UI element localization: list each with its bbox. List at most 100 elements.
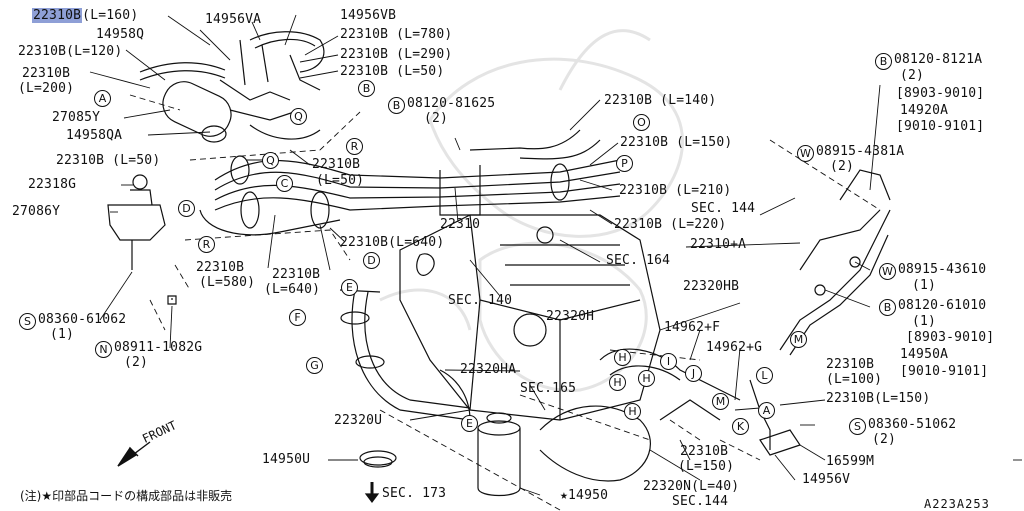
intake-piping xyxy=(539,169,891,482)
part-label: 22320HA xyxy=(460,362,517,377)
part-label: 22310B (L=780) xyxy=(340,27,453,42)
part-label: 22310B(L=120) xyxy=(18,44,123,59)
callout-q: Q xyxy=(262,152,279,169)
footnote: (注)★印部品コードの構成部品は非販売 xyxy=(20,489,233,503)
callout-q: Q xyxy=(290,108,307,125)
part-label: (1) xyxy=(50,327,75,342)
callout-n-prefix: N xyxy=(95,341,112,358)
callout-o: O xyxy=(633,114,650,131)
front-arrow xyxy=(117,441,151,467)
part-label: (2) xyxy=(830,159,855,174)
callout-h: H xyxy=(624,403,641,420)
hose-bundle xyxy=(199,129,621,236)
part-label: [8903-9010] xyxy=(896,86,985,101)
part-label: 14920A xyxy=(900,103,949,118)
part-label: 22310B xyxy=(272,267,321,282)
bracket-27086y xyxy=(107,174,177,305)
callout-p: P xyxy=(616,155,633,172)
callout-s-prefix: S xyxy=(849,418,866,435)
part-label: (L=580) xyxy=(199,275,256,290)
leader-lines xyxy=(89,14,1022,496)
part-label: 22320H xyxy=(546,309,595,324)
part-label: 22320HB xyxy=(683,279,740,294)
part-label: (L=640) xyxy=(264,282,321,297)
part-label: 22310B (L=50) xyxy=(56,153,161,168)
part-label: (L=100) xyxy=(826,372,883,387)
part-label: SEC.144 xyxy=(672,494,729,509)
callout-m: M xyxy=(790,331,807,348)
canister-assembly xyxy=(139,31,325,143)
part-label: 14950U xyxy=(262,452,311,467)
part-label: 14956V xyxy=(802,472,851,487)
part-label: SEC.165 xyxy=(520,381,577,396)
part-label: 16599M xyxy=(826,454,875,469)
part-label: (2) xyxy=(872,432,897,447)
part-label: 08360-51062 xyxy=(868,417,957,432)
callout-h: H xyxy=(614,349,631,366)
sec173-arrow xyxy=(364,482,380,503)
callout-w-prefix: W xyxy=(797,145,814,162)
part-label: 22310B (L=210) xyxy=(619,183,732,198)
part-label: (1) xyxy=(912,314,937,329)
callout-a: A xyxy=(94,90,111,107)
part-label: [8903-9010] xyxy=(906,330,995,345)
part-label: SEC. 173 xyxy=(382,486,447,501)
part-label: 22310B xyxy=(22,66,71,81)
engine-block xyxy=(399,214,661,421)
callout-r: R xyxy=(198,236,215,253)
part-label: (2) xyxy=(424,111,449,126)
part-label: 22310B (L=220) xyxy=(614,217,727,232)
callout-a: A xyxy=(758,402,775,419)
part-label: 22310B (L=140) xyxy=(604,93,717,108)
callout-b-prefix: B xyxy=(388,97,405,114)
part-label: 22310B xyxy=(312,157,361,172)
part-label: 08360-61062 xyxy=(38,312,127,327)
part-label: 08120-81625 xyxy=(407,96,496,111)
callout-c: C xyxy=(276,175,293,192)
part-label: 14956VB xyxy=(340,8,397,23)
part-label: SEC. 164 xyxy=(606,253,671,268)
part-label: 22310B xyxy=(826,357,875,372)
callout-b-prefix: B xyxy=(875,53,892,70)
callout-h: H xyxy=(609,374,626,391)
canister-14950 xyxy=(359,412,521,497)
part-label: 22320U xyxy=(334,413,383,428)
highlighted-part-id: 22310B xyxy=(32,8,83,23)
part-label: 14956VA xyxy=(205,12,262,27)
part-label: ★14950 xyxy=(560,488,609,503)
part-label: (L=150) xyxy=(678,459,735,474)
callout-j: J xyxy=(685,365,702,382)
part-label: 08915-43610 xyxy=(898,262,987,277)
lower-hoses xyxy=(339,289,471,421)
part-label: 22318G xyxy=(28,177,77,192)
part-label: 22310B(L=150) xyxy=(826,391,931,406)
callout-d: D xyxy=(363,252,380,269)
part-label: (1) xyxy=(912,278,937,293)
part-label: 22310+A xyxy=(690,237,747,252)
part-label: [9010-9101] xyxy=(900,364,989,379)
part-label: [9010-9101] xyxy=(896,119,985,134)
part-label: 08120-8121A xyxy=(894,52,983,67)
part-label: (2) xyxy=(124,355,149,370)
watermark-emblem xyxy=(379,29,684,392)
part-label: 22310B (L=150) xyxy=(620,135,733,150)
part-label: 14962+G xyxy=(706,340,763,355)
part-label: 22310B xyxy=(196,260,245,275)
callout-f: F xyxy=(289,309,306,326)
part-label: (L=50) xyxy=(316,173,365,188)
callout-h: H xyxy=(638,370,655,387)
callout-k: K xyxy=(732,418,749,435)
callout-d: D xyxy=(178,200,195,217)
callout-s-prefix: S xyxy=(19,313,36,330)
part-label: 22310 xyxy=(440,217,481,232)
part-label: 22320N(L=40) xyxy=(643,479,740,494)
part-label: 08915-4381A xyxy=(816,144,905,159)
part-label: 08120-61010 xyxy=(898,298,987,313)
callout-w-prefix: W xyxy=(879,263,896,280)
callout-m: M xyxy=(712,393,729,410)
part-label: SEC. 140 xyxy=(448,293,513,308)
part-label: 27085Y xyxy=(52,110,101,125)
part-label: (2) xyxy=(900,68,925,83)
